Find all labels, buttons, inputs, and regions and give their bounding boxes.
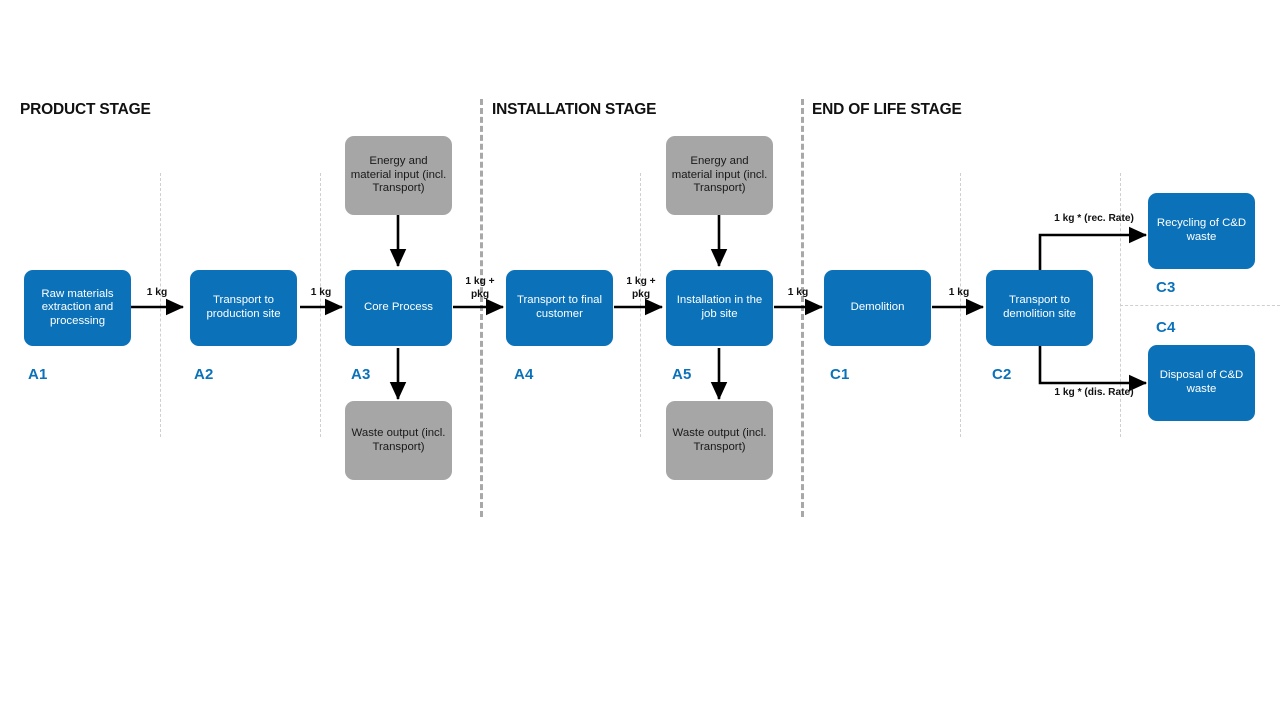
process-box-label: Disposal of C&D waste — [1159, 369, 1244, 395]
process-box-label: Transport to final customer — [516, 294, 603, 320]
process-box-c4-disposal[interactable]: Disposal of C&D waste — [1148, 345, 1255, 421]
flow-label-c2-c4: 1 kg * (dis. Rate) — [1054, 387, 1134, 398]
module-code-c1: C1 — [830, 366, 850, 383]
aux-box-label: Waste output (incl. Transport) — [351, 426, 446, 453]
process-box-a3-core-process[interactable]: Core Process — [345, 270, 452, 346]
aux-box-waste-output-a3: Waste output (incl. Transport) — [345, 401, 452, 480]
arrow-c2-to-c3 — [1038, 226, 1148, 270]
process-box-c1-demolition[interactable]: Demolition — [824, 270, 931, 346]
flow-label-a3-a4: 1 kg + pkg — [465, 276, 495, 300]
process-box-c2-transport-demolition[interactable]: Transport to demolition site — [986, 270, 1093, 346]
flow-label-a2-a3: 1 kg — [310, 287, 332, 298]
module-separator-a2-a3 — [320, 173, 321, 437]
process-box-label: Transport to demolition site — [1003, 294, 1076, 320]
stage-heading-end-of-life-stage: END OF LIFE STAGE — [812, 101, 962, 118]
module-code-a4: A4 — [514, 366, 534, 383]
process-box-label: Transport to production site — [206, 294, 281, 320]
process-box-a4-transport-customer[interactable]: Transport to final customer — [506, 270, 613, 346]
aux-box-waste-output-a5: Waste output (incl. Transport) — [666, 401, 773, 480]
aux-box-label: Waste output (incl. Transport) — [672, 426, 767, 453]
process-box-a1-raw-materials[interactable]: Raw materials extraction and processing — [24, 270, 131, 346]
process-box-label: Demolition — [850, 301, 905, 314]
process-box-label: Raw materials extraction and processing — [41, 287, 114, 327]
module-code-c3: C3 — [1156, 279, 1176, 296]
module-code-a5: A5 — [672, 366, 692, 383]
process-box-label: Core Process — [363, 301, 433, 314]
module-code-a1: A1 — [28, 366, 48, 383]
flow-label-a1-a2: 1 kg — [146, 287, 168, 298]
flow-label-c1-c2: 1 kg — [948, 287, 970, 298]
flow-label-c2-c3: 1 kg * (rec. Rate) — [1054, 213, 1134, 224]
module-code-c4: C4 — [1156, 319, 1176, 336]
arrow-c2-to-c4 — [1038, 345, 1148, 392]
process-box-label: Installation in the job site — [676, 294, 763, 320]
stage-heading-installation-stage: INSTALLATION STAGE — [492, 101, 657, 118]
module-separator-a4-a5 — [640, 173, 641, 437]
process-box-a2-transport-production[interactable]: Transport to production site — [190, 270, 297, 346]
process-box-a5-installation[interactable]: Installation in the job site — [666, 270, 773, 346]
flow-label-a4-a5: 1 kg + pkg — [626, 276, 656, 300]
aux-box-label: Energy and material input (incl. Transpo… — [671, 155, 768, 195]
aux-box-energy-material-input-a3: Energy and material input (incl. Transpo… — [345, 136, 452, 215]
stage-heading-product-stage: PRODUCT STAGE — [20, 101, 151, 118]
module-separator-a1-a2 — [160, 173, 161, 437]
aux-box-label: Energy and material input (incl. Transpo… — [350, 155, 447, 195]
process-box-c3-recycling[interactable]: Recycling of C&D waste — [1148, 193, 1255, 269]
process-box-label: Recycling of C&D waste — [1156, 217, 1247, 243]
module-code-c2: C2 — [992, 366, 1012, 383]
flow-label-a5-c1: 1 kg — [787, 287, 809, 298]
module-code-a2: A2 — [194, 366, 214, 383]
module-separator-c1-c2 — [960, 173, 961, 437]
aux-box-energy-material-input-a5: Energy and material input (incl. Transpo… — [666, 136, 773, 215]
module-separator-c3-c4 — [1120, 305, 1280, 306]
module-code-a3: A3 — [351, 366, 371, 383]
